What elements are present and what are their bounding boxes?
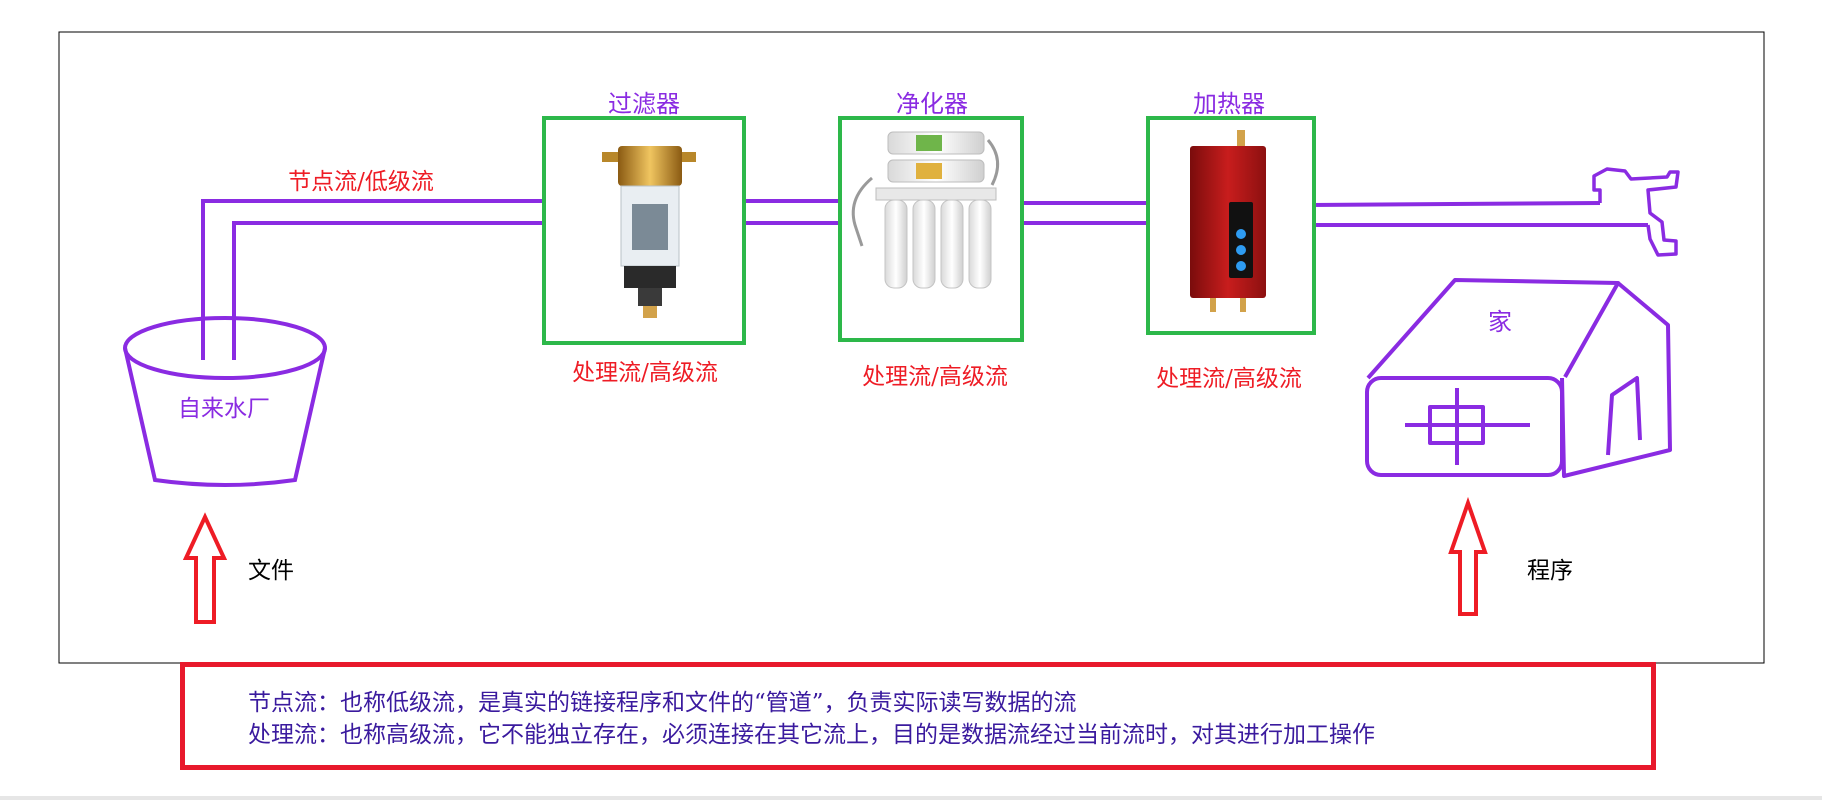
file-label: 文件 [248, 558, 294, 584]
program-arrow-icon [1448, 496, 1488, 616]
legend-line-node-stream: 节点流：也称低级流，是真实的链接程序和文件的“管道”，负责实际读写数据的流 [248, 690, 1077, 716]
purifier-icon [851, 131, 1000, 289]
source-label: 自来水厂 [178, 396, 270, 422]
stage-name-purifier: 净化器 [896, 90, 968, 118]
legend-line-processing-stream: 处理流：也称高级流，它不能独立存在，必须连接在其它流上，目的是数据流经过当前流时… [248, 722, 1375, 748]
file-arrow-icon [182, 512, 228, 624]
program-label: 程序 [1527, 558, 1573, 584]
stage-flow-label-filter: 处理流/高级流 [572, 360, 718, 386]
water-pipe [201, 199, 1648, 360]
heater-icon [1190, 130, 1266, 312]
faucet-icon [1592, 167, 1680, 257]
stage-name-filter: 过滤器 [608, 90, 680, 118]
house-icon [1365, 278, 1672, 478]
stage-flow-label-purifier: 处理流/高级流 [862, 364, 1008, 390]
legend-box: 节点流：也称低级流，是真实的链接程序和文件的“管道”，负责实际读写数据的流 处理… [180, 662, 1656, 770]
stage-name-heater: 加热器 [1193, 90, 1265, 118]
bottom-divider [0, 796, 1822, 800]
pipe-label: 节点流/低级流 [288, 169, 434, 195]
destination-label: 家 [1488, 308, 1512, 336]
water-works-bucket-icon [123, 316, 327, 487]
stage-flow-label-heater: 处理流/高级流 [1156, 366, 1302, 392]
filter-icon [602, 146, 696, 318]
